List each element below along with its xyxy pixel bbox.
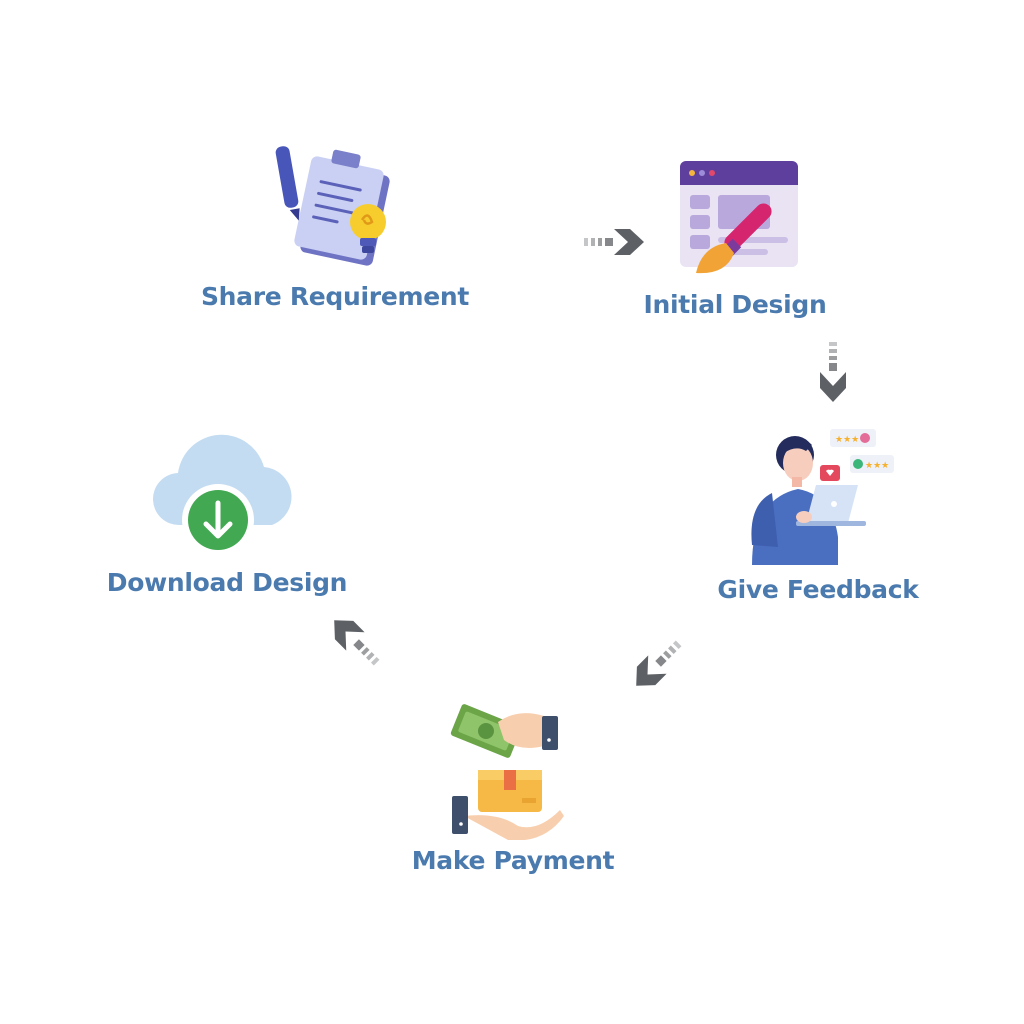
cloud-download-icon: [152, 425, 302, 560]
flow-arrow-initial-to-feedback: [813, 338, 853, 410]
step-download-design: Download Design: [92, 425, 362, 597]
money-exchange-hands-icon: [448, 700, 578, 840]
svg-text:★★★: ★★★: [835, 435, 859, 445]
flow-arrow-share-to-initial: [580, 222, 652, 262]
clipboard-lightbulb-icon: [270, 140, 400, 270]
step-label-download-design: Download Design: [106, 568, 348, 597]
svg-text:★★★: ★★★: [865, 461, 889, 471]
person-laptop-reviews-icon: ★★★ ★★★: [738, 425, 898, 565]
step-initial-design: Initial Design: [620, 155, 850, 319]
step-label-initial-design: Initial Design: [643, 290, 827, 319]
step-label-give-feedback: Give Feedback: [717, 575, 919, 604]
flow-arrow-feedback-to-payment: [620, 630, 692, 702]
browser-paintbrush-icon: [670, 155, 800, 280]
step-label-share-requirement: Share Requirement: [200, 282, 470, 311]
step-label-make-payment: Make Payment: [411, 846, 615, 875]
step-give-feedback: ★★★ ★★★ Give Feedback: [700, 425, 936, 604]
step-make-payment: Make Payment: [400, 700, 626, 875]
flow-arrow-payment-to-download: [318, 604, 390, 676]
step-share-requirement: Share Requirement: [190, 140, 480, 311]
